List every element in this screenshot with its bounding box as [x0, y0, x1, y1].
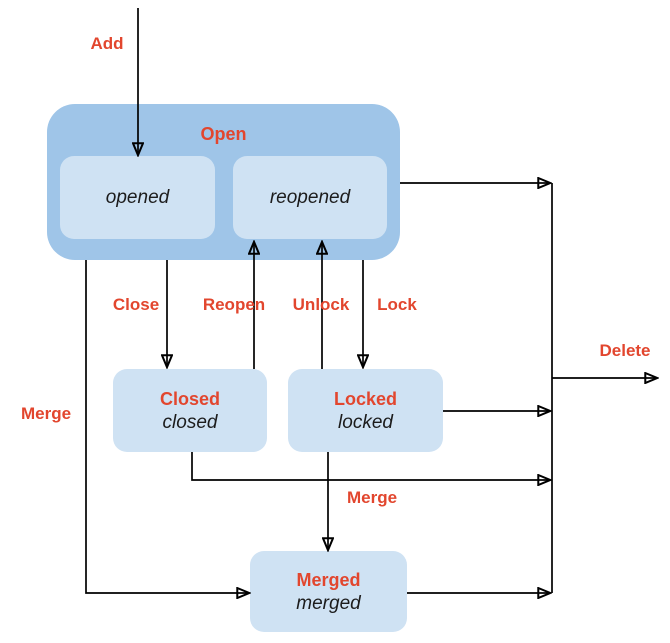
transition-label-close: Close — [112, 295, 160, 314]
transition-label-unlock: Unlock — [292, 295, 350, 314]
transition-label-delete: Delete — [599, 341, 651, 360]
state-reopened: reopened — [233, 156, 387, 239]
state-merged-title: Merged — [296, 569, 361, 590]
state-locked-label: locked — [338, 411, 393, 433]
state-locked: Locked locked — [288, 369, 443, 452]
transition-label-add: Add — [90, 34, 124, 53]
state-closed-title: Closed — [159, 388, 220, 409]
state-closed-label: closed — [162, 411, 218, 433]
state-reopened-label: reopened — [269, 187, 351, 208]
state-closed: Closed closed — [113, 369, 267, 452]
state-locked-title: Locked — [333, 388, 398, 409]
transition-label-lock: Lock — [377, 295, 417, 314]
state-merged: Merged merged — [250, 551, 407, 632]
transition-label-reopen: Reopen — [202, 295, 266, 314]
arrow-closed-to-collector — [191, 452, 549, 480]
state-opened: opened — [60, 156, 215, 239]
transition-label-merge-from-locked: Merge — [346, 488, 398, 507]
transition-label-merge-from-open: Merge — [20, 404, 72, 423]
group-open-title: Open — [200, 124, 247, 144]
state-opened-label: opened — [105, 187, 170, 208]
state-merged-label: merged — [296, 592, 361, 614]
